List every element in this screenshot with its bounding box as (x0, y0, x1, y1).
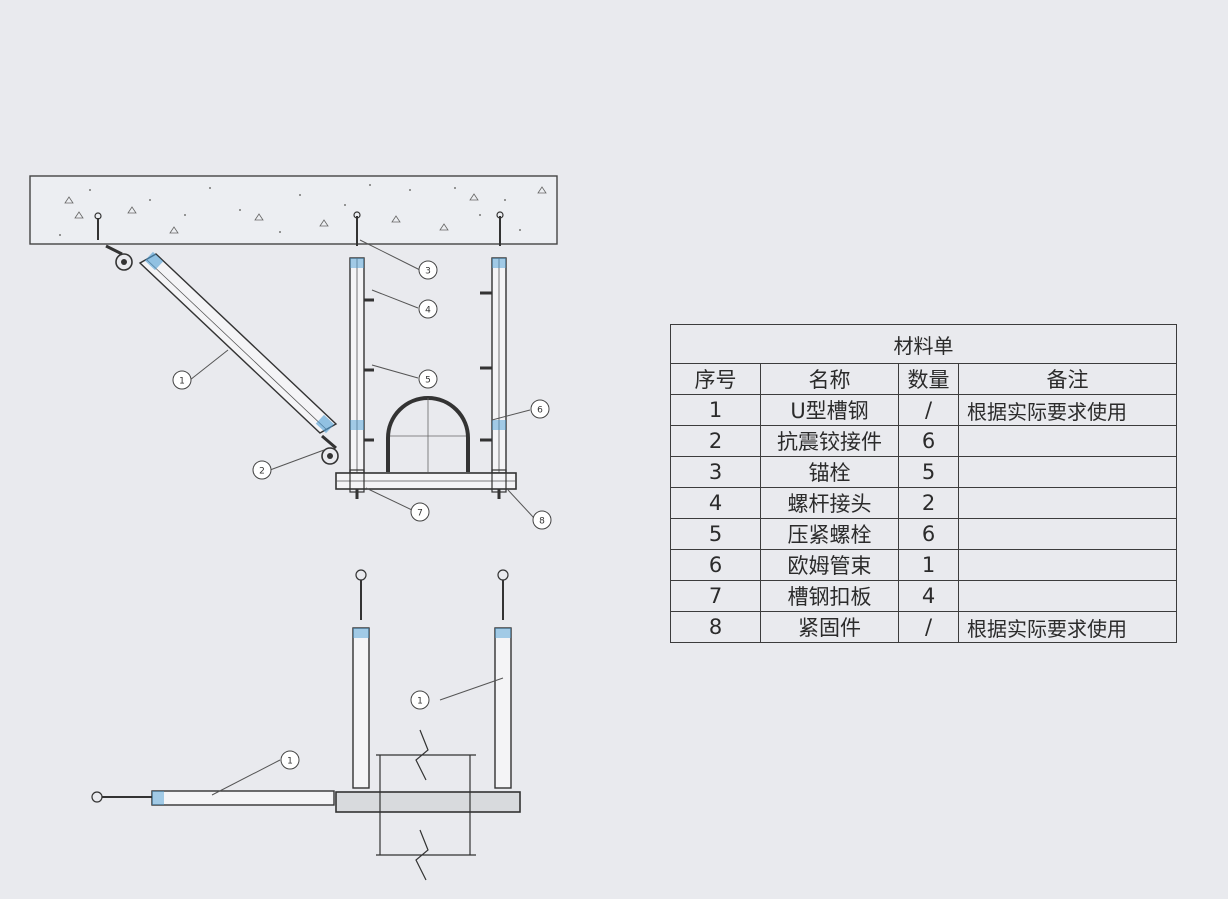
svg-text:6: 6 (537, 406, 543, 416)
header-no: 序号 (670, 363, 761, 395)
cell-qty: 6 (898, 425, 959, 457)
cell-qty: / (898, 394, 959, 426)
cell-no: 5 (670, 518, 761, 550)
cell-name: 螺杆接头 (760, 487, 899, 519)
cell-note (958, 456, 1177, 488)
svg-text:7: 7 (417, 509, 423, 519)
cell-no: 1 (670, 394, 761, 426)
cell-qty: 5 (898, 456, 959, 488)
cell-name: 抗震铰接件 (760, 425, 899, 457)
left-hanger (349, 211, 374, 474)
cell-no: 3 (670, 456, 761, 488)
cell-name: 欧姆管束 (760, 549, 899, 581)
cell-note: 根据实际要求使用 (958, 394, 1177, 426)
diagonal-brace (94, 212, 339, 465)
cell-note (958, 518, 1177, 550)
cell-note (958, 425, 1177, 457)
svg-text:1: 1 (179, 377, 185, 387)
cell-qty: / (898, 611, 959, 643)
bom-title: 材料单 (670, 324, 1177, 364)
plan-callout-1b: 1 (280, 750, 300, 770)
svg-text:3: 3 (425, 267, 431, 277)
header-qty: 数量 (898, 363, 959, 395)
callout-3: 3 (418, 260, 438, 280)
cell-note (958, 487, 1177, 519)
leader-lines (189, 239, 535, 519)
cell-no: 6 (670, 549, 761, 581)
cell-qty: 2 (898, 487, 959, 519)
header-note: 备注 (958, 363, 1177, 395)
cell-note (958, 580, 1177, 612)
cell-name: 紧固件 (760, 611, 899, 643)
cell-no: 4 (670, 487, 761, 519)
callout-1: 1 (172, 370, 192, 390)
cell-name: 槽钢扣板 (760, 580, 899, 612)
callout-7: 7 (410, 502, 430, 522)
cell-no: 7 (670, 580, 761, 612)
header-name: 名称 (760, 363, 899, 395)
cell-no: 8 (670, 611, 761, 643)
svg-text:1: 1 (287, 757, 293, 767)
cell-name: 压紧螺栓 (760, 518, 899, 550)
callout-2: 2 (252, 460, 272, 480)
cell-no: 2 (670, 425, 761, 457)
bom-header-row: 序号 名称 数量 备注 (670, 363, 1177, 395)
svg-text:1: 1 (417, 697, 423, 707)
cell-note (958, 549, 1177, 581)
svg-text:8: 8 (539, 517, 545, 527)
concrete-slab (29, 175, 558, 245)
svg-text:2: 2 (259, 467, 265, 477)
cell-qty: 1 (898, 549, 959, 581)
cell-note: 根据实际要求使用 (958, 611, 1177, 643)
callout-5: 5 (418, 369, 438, 389)
cell-qty: 6 (898, 518, 959, 550)
cell-qty: 4 (898, 580, 959, 612)
bom-title-row: 材料单 (670, 324, 1177, 364)
svg-text:5: 5 (425, 376, 431, 386)
cell-name: 锚栓 (760, 456, 899, 488)
callout-6: 6 (530, 399, 550, 419)
bottom-channel (335, 469, 517, 499)
cell-name: U型槽钢 (760, 394, 899, 426)
svg-text:4: 4 (425, 306, 431, 316)
pipe-clamp (386, 396, 470, 472)
plan-view (91, 569, 521, 881)
callout-4: 4 (418, 299, 438, 319)
callout-8: 8 (532, 510, 552, 530)
right-hanger (480, 211, 507, 474)
plan-callout-1a: 1 (410, 690, 430, 710)
